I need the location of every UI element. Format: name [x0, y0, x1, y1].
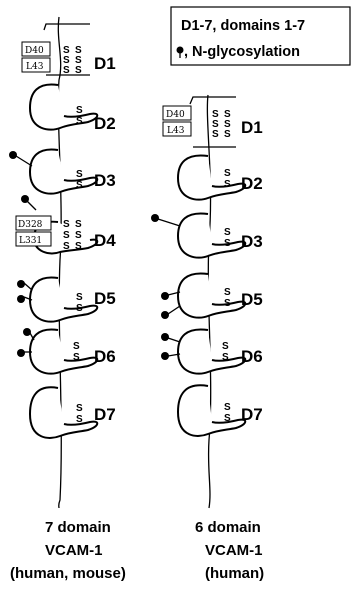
- svg-text:S: S: [63, 241, 70, 252]
- svg-text:S: S: [224, 402, 231, 413]
- left-caption-line1: 7 domain: [45, 519, 111, 536]
- d1-bracket: [44, 24, 90, 30]
- svg-text:S: S: [73, 341, 80, 352]
- right-d1-label: D1: [241, 118, 263, 137]
- right-d1-residue-box: D40 L43: [163, 106, 191, 136]
- right-d5-loop: [178, 273, 245, 317]
- residue-l43: L43: [26, 62, 44, 72]
- svg-text:S: S: [73, 352, 80, 363]
- svg-text:S: S: [224, 298, 231, 309]
- right-d5-label: D5: [241, 290, 263, 309]
- svg-text:S: S: [75, 65, 82, 76]
- d2-loop: [30, 84, 97, 129]
- svg-text:S: S: [76, 105, 83, 116]
- svg-text:S: S: [224, 179, 231, 190]
- svg-text:S: S: [75, 230, 82, 241]
- svg-text:S: S: [75, 219, 82, 230]
- right-residue-d40: D40: [166, 110, 185, 120]
- svg-text:S: S: [222, 341, 229, 352]
- right-caption-line2: VCAM-1: [205, 542, 263, 559]
- svg-text:S: S: [222, 352, 229, 363]
- residue-d40: D40: [25, 46, 44, 56]
- right-caption-line1: 6 domain: [195, 519, 261, 536]
- d3-loop: [30, 149, 97, 193]
- svg-text:S: S: [76, 180, 83, 191]
- svg-text:S: S: [224, 287, 231, 298]
- left-d2-label: D2: [94, 114, 116, 133]
- right-d3-label: D3: [241, 232, 263, 251]
- svg-text:S: S: [224, 413, 231, 424]
- right-d7-loop: [178, 385, 245, 436]
- svg-text:S: S: [224, 168, 231, 179]
- right-d1-bracket: [190, 97, 236, 104]
- svg-text:S: S: [224, 227, 231, 238]
- d7-loop: [30, 387, 97, 438]
- svg-text:S: S: [63, 230, 70, 241]
- right-d2-loop: [178, 155, 245, 199]
- svg-text:S: S: [224, 238, 231, 249]
- d1-residue-box: D40 L43: [22, 42, 50, 72]
- right-caption-line3: (human): [205, 565, 264, 582]
- svg-text:S: S: [76, 116, 83, 127]
- left-d1-label: D1: [94, 54, 116, 73]
- d5-loop: [30, 277, 97, 321]
- right-d7-label: D7: [241, 405, 263, 424]
- svg-text:S: S: [75, 241, 82, 252]
- legend-glycosylation-text: , N-glycosylation: [184, 44, 300, 60]
- right-d2-label: D2: [241, 174, 263, 193]
- legend-domains-text: D1-7, domains 1-7: [181, 18, 305, 34]
- left-d7-label: D7: [94, 405, 116, 424]
- left-caption-line3: (human, mouse): [10, 565, 126, 582]
- legend: D1-7, domains 1-7 , N-glycosylation: [171, 7, 350, 65]
- left-d6-label: D6: [94, 347, 116, 366]
- left-d3-label: D3: [94, 171, 116, 190]
- svg-text:S: S: [63, 65, 70, 76]
- left-d4-label: D4: [94, 231, 116, 250]
- right-d6-loop: [178, 329, 245, 373]
- d6-loop: [30, 329, 97, 373]
- right-glycosylation-sites: [151, 214, 180, 360]
- residue-l331: L331: [19, 236, 42, 246]
- right-d6-label: D6: [241, 347, 263, 366]
- svg-text:S: S: [224, 129, 231, 140]
- left-caption-line2: VCAM-1: [45, 542, 103, 559]
- left-d5-label: D5: [94, 289, 116, 308]
- svg-text:S: S: [63, 219, 70, 230]
- svg-text:S: S: [212, 129, 219, 140]
- svg-text:S: S: [76, 169, 83, 180]
- svg-text:S: S: [76, 403, 83, 414]
- right-residue-l43: L43: [167, 126, 185, 136]
- residue-d328: D328: [18, 220, 43, 230]
- svg-text:S: S: [76, 292, 83, 303]
- svg-text:S: S: [76, 414, 83, 425]
- svg-text:S: S: [76, 303, 83, 314]
- right-d3-loop: [178, 213, 245, 257]
